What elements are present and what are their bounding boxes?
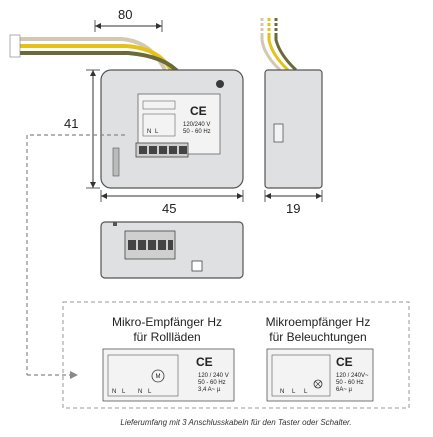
variant1-terminal-3: N: [138, 389, 142, 395]
receiver-front-view: CE 120/240 V 50 - 60 Hz N L: [100, 69, 244, 189]
dimension-45-label: 45: [162, 201, 176, 216]
variant1-terminal-2: L: [122, 389, 126, 395]
variant1-ce-mark: CE: [196, 355, 213, 369]
variant1-title-line1: Mikro-Empfänger Hz: [112, 315, 222, 329]
cables-front: [9, 34, 182, 76]
front-frequency: 50 - 60 Hz: [183, 129, 211, 135]
variant2-spec-3: 6A~ µ: [336, 387, 353, 393]
dimension-depth: 19: [264, 190, 323, 216]
variant2-title-line1: Mikroempfänger Hz: [266, 315, 371, 329]
front-terminal-n: N: [147, 129, 151, 135]
front-ce-mark: CE: [190, 104, 207, 118]
variants-box: [62, 301, 410, 409]
dimension-cable-length: 80: [94, 7, 163, 32]
callout-leader: [26, 134, 125, 379]
receiver-side-view: [264, 69, 323, 189]
caption: Lieferumfang mit 3 Anschlusskabeln für d…: [120, 418, 351, 427]
variant-rollladen: Mikro-Empfänger Hz für Rollläden CE 120 …: [102, 315, 235, 402]
variant2-terminal-3: L: [304, 389, 308, 395]
dimension-19-label: 19: [286, 201, 300, 216]
variant2-terminal-2: L: [292, 389, 296, 395]
dimension-80-label: 80: [118, 7, 132, 22]
variant2-spec-2: 50 - 60 Hz: [336, 380, 364, 386]
variant2-spec-1: 120 / 240V~: [336, 373, 369, 379]
variant2-ce-mark: CE: [336, 355, 353, 369]
variant-beleuchtung: Mikroempfänger Hz für Beleuchtungen CE 1…: [266, 315, 374, 402]
variant1-motor-symbol: M: [156, 374, 161, 380]
dimension-height: 41: [64, 69, 100, 189]
variant1-title-line2: für Rollläden: [133, 330, 200, 344]
terminal-block: [135, 142, 189, 158]
variant1-spec-3: 3,4 A~ µ: [198, 387, 221, 393]
dimension-width: 45: [100, 190, 244, 216]
variant1-terminal-1: N: [112, 389, 116, 395]
lamp-icon: [313, 379, 323, 389]
cables-side: [260, 18, 298, 72]
receiver-bottom-view: [100, 221, 244, 279]
variant2-title-line2: für Beleuchtungen: [269, 330, 366, 344]
front-terminal-l: L: [155, 129, 159, 135]
variant1-spec-2: 50 - 60 Hz: [198, 380, 226, 386]
dimension-41-label: 41: [64, 116, 78, 131]
front-voltage: 120/240 V: [183, 122, 210, 128]
variant2-terminal-1: N: [280, 389, 284, 395]
variant1-spec-1: 120 / 240 V: [198, 373, 229, 379]
variant1-terminal-4: L: [148, 389, 152, 395]
